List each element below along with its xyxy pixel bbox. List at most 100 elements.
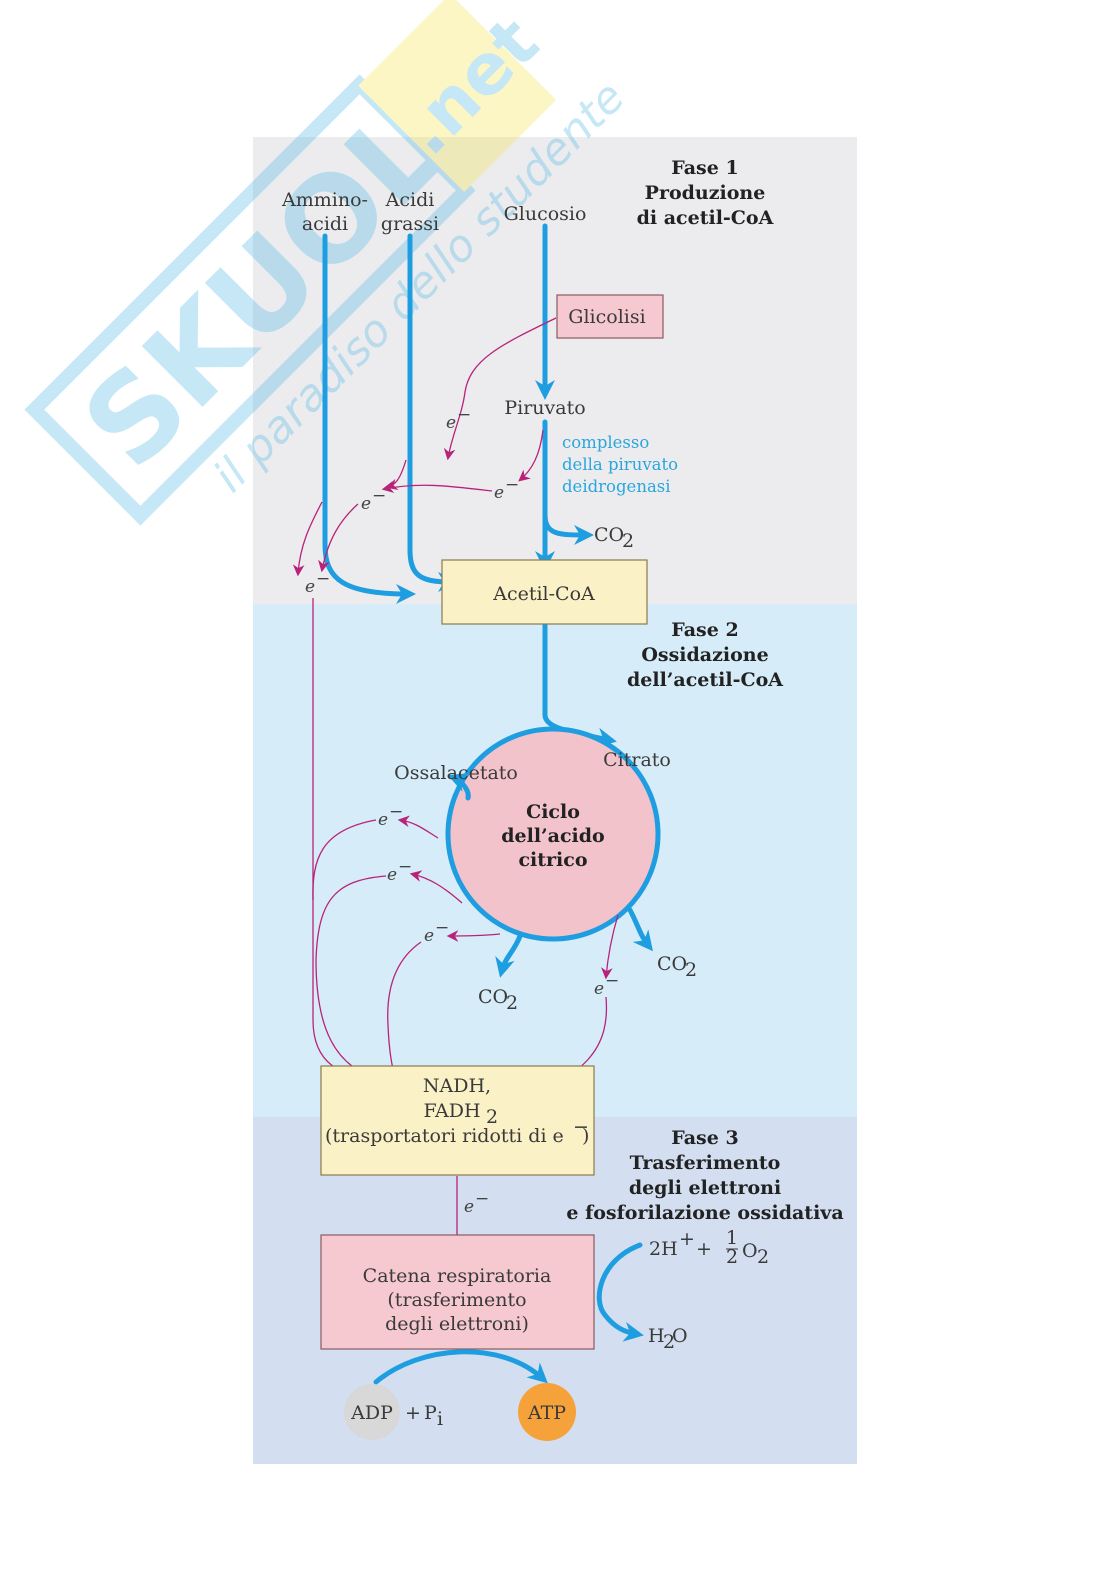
electron-label-cycle-2: e − (387, 857, 412, 885)
co2-cycle-right: CO 2 (657, 953, 697, 981)
pdh-label-1: complesso (562, 433, 649, 452)
svg-text:O: O (672, 1325, 688, 1347)
svg-text:+: + (679, 1228, 695, 1250)
adp-circle (344, 1384, 400, 1440)
electron-label-collection: e − (305, 569, 330, 597)
svg-text:2: 2 (506, 992, 518, 1014)
svg-text:−: − (573, 1116, 589, 1138)
svg-text:(trasportatori ridotti di e: (trasportatori ridotti di e (325, 1125, 564, 1147)
svg-text:−: − (605, 971, 619, 991)
phase3-line1: Trasferimento (630, 1152, 781, 1174)
pdh-label-2: della piruvato (562, 455, 678, 474)
cycle-to-oxaloacetate-arrow (447, 773, 471, 801)
phase2-line1: Ossidazione (641, 644, 768, 666)
fatty-acids-label-1: Acidi (385, 189, 435, 211)
svg-text:2: 2 (663, 1331, 675, 1353)
electron-label-cycle-3: e − (424, 918, 449, 946)
svg-text:e: e (378, 810, 388, 830)
citrate-label: Citrato (603, 749, 671, 771)
cycle-electron-out-1 (397, 815, 439, 839)
svg-text:−: − (435, 918, 449, 938)
svg-text:e: e (361, 494, 371, 514)
svg-text:e: e (464, 1197, 474, 1217)
svg-text:2: 2 (685, 959, 697, 981)
glucose-label: Glucosio (504, 203, 587, 225)
amino-acids-label-1: Ammino- (281, 189, 368, 211)
water-label: H 2 O (648, 1325, 688, 1353)
electron-label-chain: e − (464, 1189, 489, 1217)
svg-text:e: e (594, 979, 604, 999)
co2-cycle-left: CO 2 (478, 986, 518, 1014)
cycle-electron-out-3 (446, 930, 501, 942)
glycolysis-electron-arrow (443, 317, 557, 461)
adp-label: ADP (350, 1402, 393, 1424)
respiratory-chain-box (320, 1234, 595, 1350)
acetyl-coa-label: Acetil-CoA (492, 583, 595, 605)
carriers-line-1: NADH, (423, 1075, 491, 1097)
phase1-background (253, 137, 857, 604)
svg-text:2: 2 (726, 1246, 738, 1268)
svg-text:O: O (742, 1240, 758, 1262)
svg-text:H: H (648, 1325, 665, 1347)
cycle-electron-out-4 (601, 914, 619, 980)
oxygen-label: 2H + + 1 2 O 2 (649, 1227, 769, 1268)
phase1-line1: Produzione (645, 182, 766, 204)
cycle-co2-left-arrow (495, 933, 523, 978)
chain-label-3: degli elettroni) (385, 1313, 529, 1335)
svg-text:−: − (372, 486, 386, 506)
cycle-electron-out-2 (409, 870, 463, 904)
amino-acids-label-2: acidi (302, 213, 348, 235)
chain-label-2: (trasferimento (387, 1289, 526, 1311)
electron-label-cycle-4: e − (594, 971, 619, 999)
cycle-label-3: citrico (518, 849, 587, 871)
svg-text:P: P (424, 1402, 437, 1424)
pdh-label-3: deidrogenasi (562, 477, 671, 496)
svg-text:e: e (424, 926, 434, 946)
svg-text:2H: 2H (649, 1238, 678, 1260)
electron-to-collection-1 (318, 503, 359, 573)
cycle-label-1: Ciclo (526, 801, 580, 823)
phase3-title: Fase 3 Trasferimento degli elettroni e f… (566, 1127, 843, 1224)
oxygen-to-water-arrow (596, 1242, 644, 1342)
cycle-label-2: dell’acido (501, 825, 604, 847)
svg-text:−: − (505, 475, 519, 495)
atp-circle (518, 1383, 576, 1441)
atp-label: ATP (527, 1402, 566, 1424)
svg-text:e: e (446, 413, 456, 433)
svg-text:−: − (457, 405, 471, 425)
svg-text:): ) (582, 1125, 589, 1147)
electron-label-cycle-1: e − (378, 802, 403, 830)
co2-pdh: CO 2 (594, 524, 634, 552)
electron-label-pyruvate: e − (494, 475, 519, 503)
svg-text:e: e (305, 577, 315, 597)
carriers-line-2: FADH 2 (423, 1100, 498, 1128)
svg-text:+: + (405, 1402, 421, 1424)
phase2-label: Fase 2 (671, 619, 738, 641)
phase3-label: Fase 3 (671, 1127, 738, 1149)
electron-to-carriers-1 (312, 819, 377, 901)
citric-acid-cycle (445, 726, 661, 942)
electron-to-carriers-2 (315, 875, 396, 1083)
svg-text:CO: CO (657, 953, 687, 975)
svg-text:−: − (316, 569, 330, 589)
cycle-co2-right-arrow (627, 907, 653, 952)
adp-to-atp-arrow (373, 1349, 548, 1385)
electron-label-glycolysis: e − (446, 405, 471, 433)
phosphate-label: + P i (405, 1402, 443, 1430)
phase2-title: Fase 2 Ossidazione dell’acetil-CoA (627, 619, 783, 691)
oxaloacetate-label: Ossalacetato (394, 762, 518, 784)
glycolysis-box (556, 294, 664, 339)
svg-text:−: − (389, 802, 403, 822)
svg-text:FADH: FADH (423, 1100, 480, 1122)
svg-text:e: e (494, 483, 504, 503)
pdh-co2-arrow (542, 512, 594, 545)
svg-text:1: 1 (726, 1227, 738, 1249)
svg-text:i: i (437, 1408, 443, 1430)
chain-label-1: Catena respiratoria (363, 1265, 552, 1287)
fatty-acids-label-2: grassi (381, 213, 439, 235)
svg-text:+: + (696, 1238, 712, 1260)
phase2-line2: dell’acetil-CoA (627, 669, 783, 691)
phase1-line2: di acetil-CoA (637, 207, 774, 229)
phase1-label: Fase 1 (671, 157, 738, 179)
